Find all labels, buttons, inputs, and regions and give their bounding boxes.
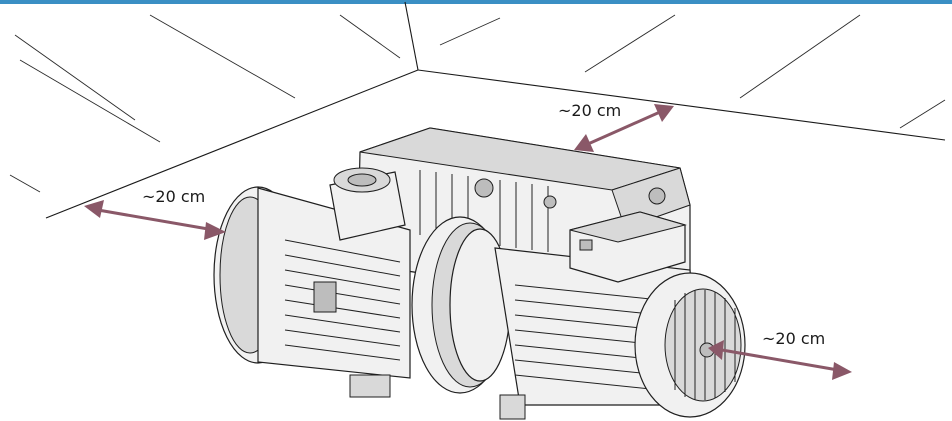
clearance-label-right: ~20 cm — [762, 329, 825, 348]
bolt-icon — [474, 178, 494, 198]
clearance-label-left: ~20 cm — [142, 187, 205, 206]
mounting-bracket — [313, 281, 337, 313]
bolt-icon — [543, 195, 557, 209]
bolt-icon — [648, 187, 666, 205]
clearance-arrow-right — [708, 340, 852, 380]
room-corner-lines — [9, 1, 946, 219]
vacuum-pump — [213, 127, 746, 420]
pump-foot-right — [499, 394, 526, 420]
clearance-arrow-left — [84, 200, 226, 240]
housing-ribs — [419, 170, 549, 252]
pump-foot-left — [349, 374, 391, 398]
clearance-label-top: ~20 cm — [558, 101, 621, 120]
label-plate — [579, 239, 593, 251]
top-accent-bar — [0, 0, 952, 4]
left-motor-fins — [284, 239, 401, 361]
right-motor-fins — [514, 284, 661, 391]
clearance-arrow-top — [574, 104, 674, 152]
